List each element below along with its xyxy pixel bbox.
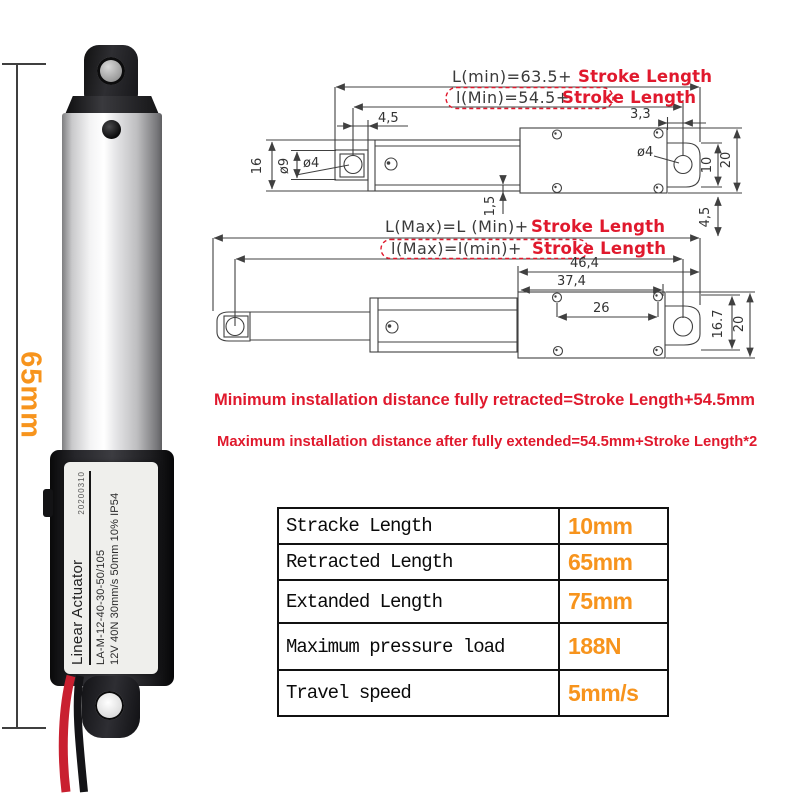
formula-lmin-red: Stroke Length xyxy=(578,67,712,86)
formula-lmax-black: L(Max)=L (Min)+ xyxy=(385,217,529,236)
dashed-highlight-oval xyxy=(380,238,589,260)
photo-dim-line xyxy=(16,64,18,728)
corner-screws xyxy=(551,128,664,194)
label-divider xyxy=(89,471,91,665)
formula-lmax-red: Stroke Length xyxy=(531,217,665,236)
dim-20-bottom: 20 xyxy=(732,316,747,333)
photo-dim-tick-bottom xyxy=(2,727,46,729)
actuator-housing-nub xyxy=(43,489,53,517)
black-wire xyxy=(73,675,88,793)
dim-16-7: 16.7 xyxy=(711,310,726,339)
dim-dia4-right: ø4 xyxy=(637,145,653,160)
table-row: Maximum pressure load 188N xyxy=(279,624,667,671)
spec-label: Stracke Length xyxy=(279,509,560,543)
label-title: Linear Actuator xyxy=(69,559,86,665)
dim-46-4: 46,4 xyxy=(570,256,599,271)
retracted-drawing: L(min)=63.5+ Stroke Length l(Min)=54.5+ … xyxy=(250,67,742,237)
table-row: Travel speed 5mm/s xyxy=(279,671,667,715)
dim-1-5: 1,5 xyxy=(483,196,498,217)
formula-lmax2-red: Stroke Length xyxy=(532,239,666,258)
photo-length-label: 65mm xyxy=(14,351,47,439)
dim-4-5-right: 4,5 xyxy=(698,207,713,228)
formula-lmin2-red: Stroke Length xyxy=(562,88,696,107)
red-wire xyxy=(58,674,76,793)
spec-label: Maximum pressure load xyxy=(279,624,560,669)
spec-label: Retracted Length xyxy=(279,545,560,579)
dim-dia4-left: ø4 xyxy=(303,156,319,171)
spec-value: 10mm xyxy=(568,512,633,539)
spec-value: 65mm xyxy=(568,548,633,575)
dim-3-3: 3,3 xyxy=(630,107,651,122)
dim-26: 26 xyxy=(593,301,610,316)
dim-4-5-left: 4,5 xyxy=(378,111,399,126)
table-row: Stracke Length 10mm xyxy=(279,509,667,545)
extended-drawing: L(Max)=L (Min)+ Stroke Length l(Max)=l(m… xyxy=(212,217,755,359)
actuator-bottom-ear-hole xyxy=(95,691,124,720)
actuator-wires xyxy=(58,674,88,793)
dim-16: 16 xyxy=(250,158,265,175)
actuator-top-clevis-hole xyxy=(97,57,125,85)
actuator-end-cap xyxy=(63,96,161,117)
actuator-body-hole xyxy=(102,120,121,139)
spec-value: 188N xyxy=(568,633,621,659)
label-model: LA-M-12-40-30-50/105 xyxy=(95,549,107,665)
dim-37-4: 37,4 xyxy=(557,274,586,289)
actuator-aluminum-body xyxy=(62,113,162,454)
spec-table: Stracke Length 10mm Retracted Length 65m… xyxy=(277,507,669,717)
label-date: 20200310 xyxy=(77,471,86,515)
dashed-highlight-oval xyxy=(445,86,614,110)
formula-lmin2-black: l(Min)=54.5+ xyxy=(456,88,570,107)
table-row: Retracted Length 65mm xyxy=(279,545,667,581)
note-max-installation: Maximum installation distance after full… xyxy=(217,434,758,450)
dim-10: 10 xyxy=(700,157,715,174)
spec-label: Travel speed xyxy=(279,671,560,715)
technical-drawings: L(min)=63.5+ Stroke Length l(Min)=54.5+ … xyxy=(212,67,755,359)
note-min-installation: Minimum installation distance fully retr… xyxy=(214,391,755,409)
photo-dim-tick-top xyxy=(2,63,46,65)
label-specs: 12V 40N 30mm/s 50mm 10% IP54 xyxy=(109,492,121,665)
dim-dia9: ø9 xyxy=(277,158,292,174)
spec-label: Extanded Length xyxy=(279,581,560,622)
spec-value: 75mm xyxy=(568,588,633,614)
spec-value: 5mm/s xyxy=(568,679,639,706)
dim-20-top: 20 xyxy=(719,152,734,169)
actuator-product-label: Linear Actuator 20200310 LA-M-12-40-30-5… xyxy=(64,462,158,674)
table-row: Extanded Length 75mm xyxy=(279,581,667,624)
formula-lmin-black: L(min)=63.5+ xyxy=(452,67,572,86)
formula-lmax2-black: l(Max)=l(min)+ xyxy=(391,239,522,258)
